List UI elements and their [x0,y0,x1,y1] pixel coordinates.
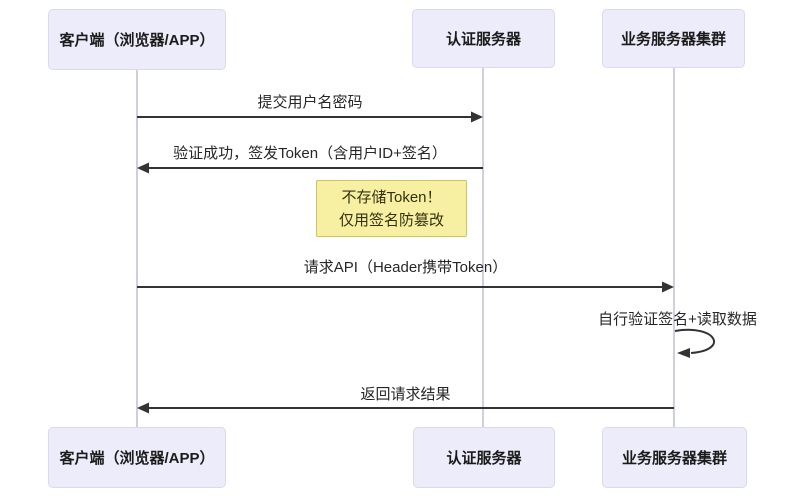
actor-box-client-bottom: 客户端（浏览器/APP） [48,427,226,488]
actor-box-business-cluster-bottom: 业务服务器集群 [602,427,747,488]
message-1-label: 提交用户名密码 [257,94,363,111]
message-2-arrow [137,162,483,174]
actor-label-business-cluster-top: 业务服务器集群 [620,31,726,48]
lifeline-auth-server [482,68,484,427]
actor-box-auth-server-bottom: 认证服务器 [413,427,555,488]
actor-label-business-cluster-bottom: 业务服务器集群 [621,450,727,467]
self-loop-label: 自行验证签名+读取数据 [598,311,757,328]
actor-label-auth-server-top: 认证服务器 [445,31,521,48]
actor-label-client-bottom: 客户端（浏览器/APP） [59,450,215,467]
self-loop-arrow [674,328,715,358]
message-1-arrow [137,111,483,123]
note-line-2: 仅用签名防篡改 [338,211,444,229]
message-3-arrow [137,281,674,293]
note-box: 不存储Token！ 仅用签名防篡改 [316,180,467,237]
actor-box-business-cluster-top: 业务服务器集群 [602,9,745,68]
actor-box-auth-server-top: 认证服务器 [412,9,555,68]
message-2-label: 验证成功，签发Token（含用户ID+签名） [173,145,447,162]
actor-label-auth-server-bottom: 认证服务器 [446,450,522,467]
message-5-arrow [137,402,674,414]
note-line-1: 不存储Token！ [341,188,442,206]
message-5-label: 返回请求结果 [360,386,451,403]
lifeline-business-cluster [673,68,675,427]
message-3-label: 请求API（Header携带Token） [303,259,508,276]
actor-box-client-top: 客户端（浏览器/APP） [48,9,226,70]
actor-label-client-top: 客户端（浏览器/APP） [59,32,215,49]
lifeline-client [136,70,138,427]
